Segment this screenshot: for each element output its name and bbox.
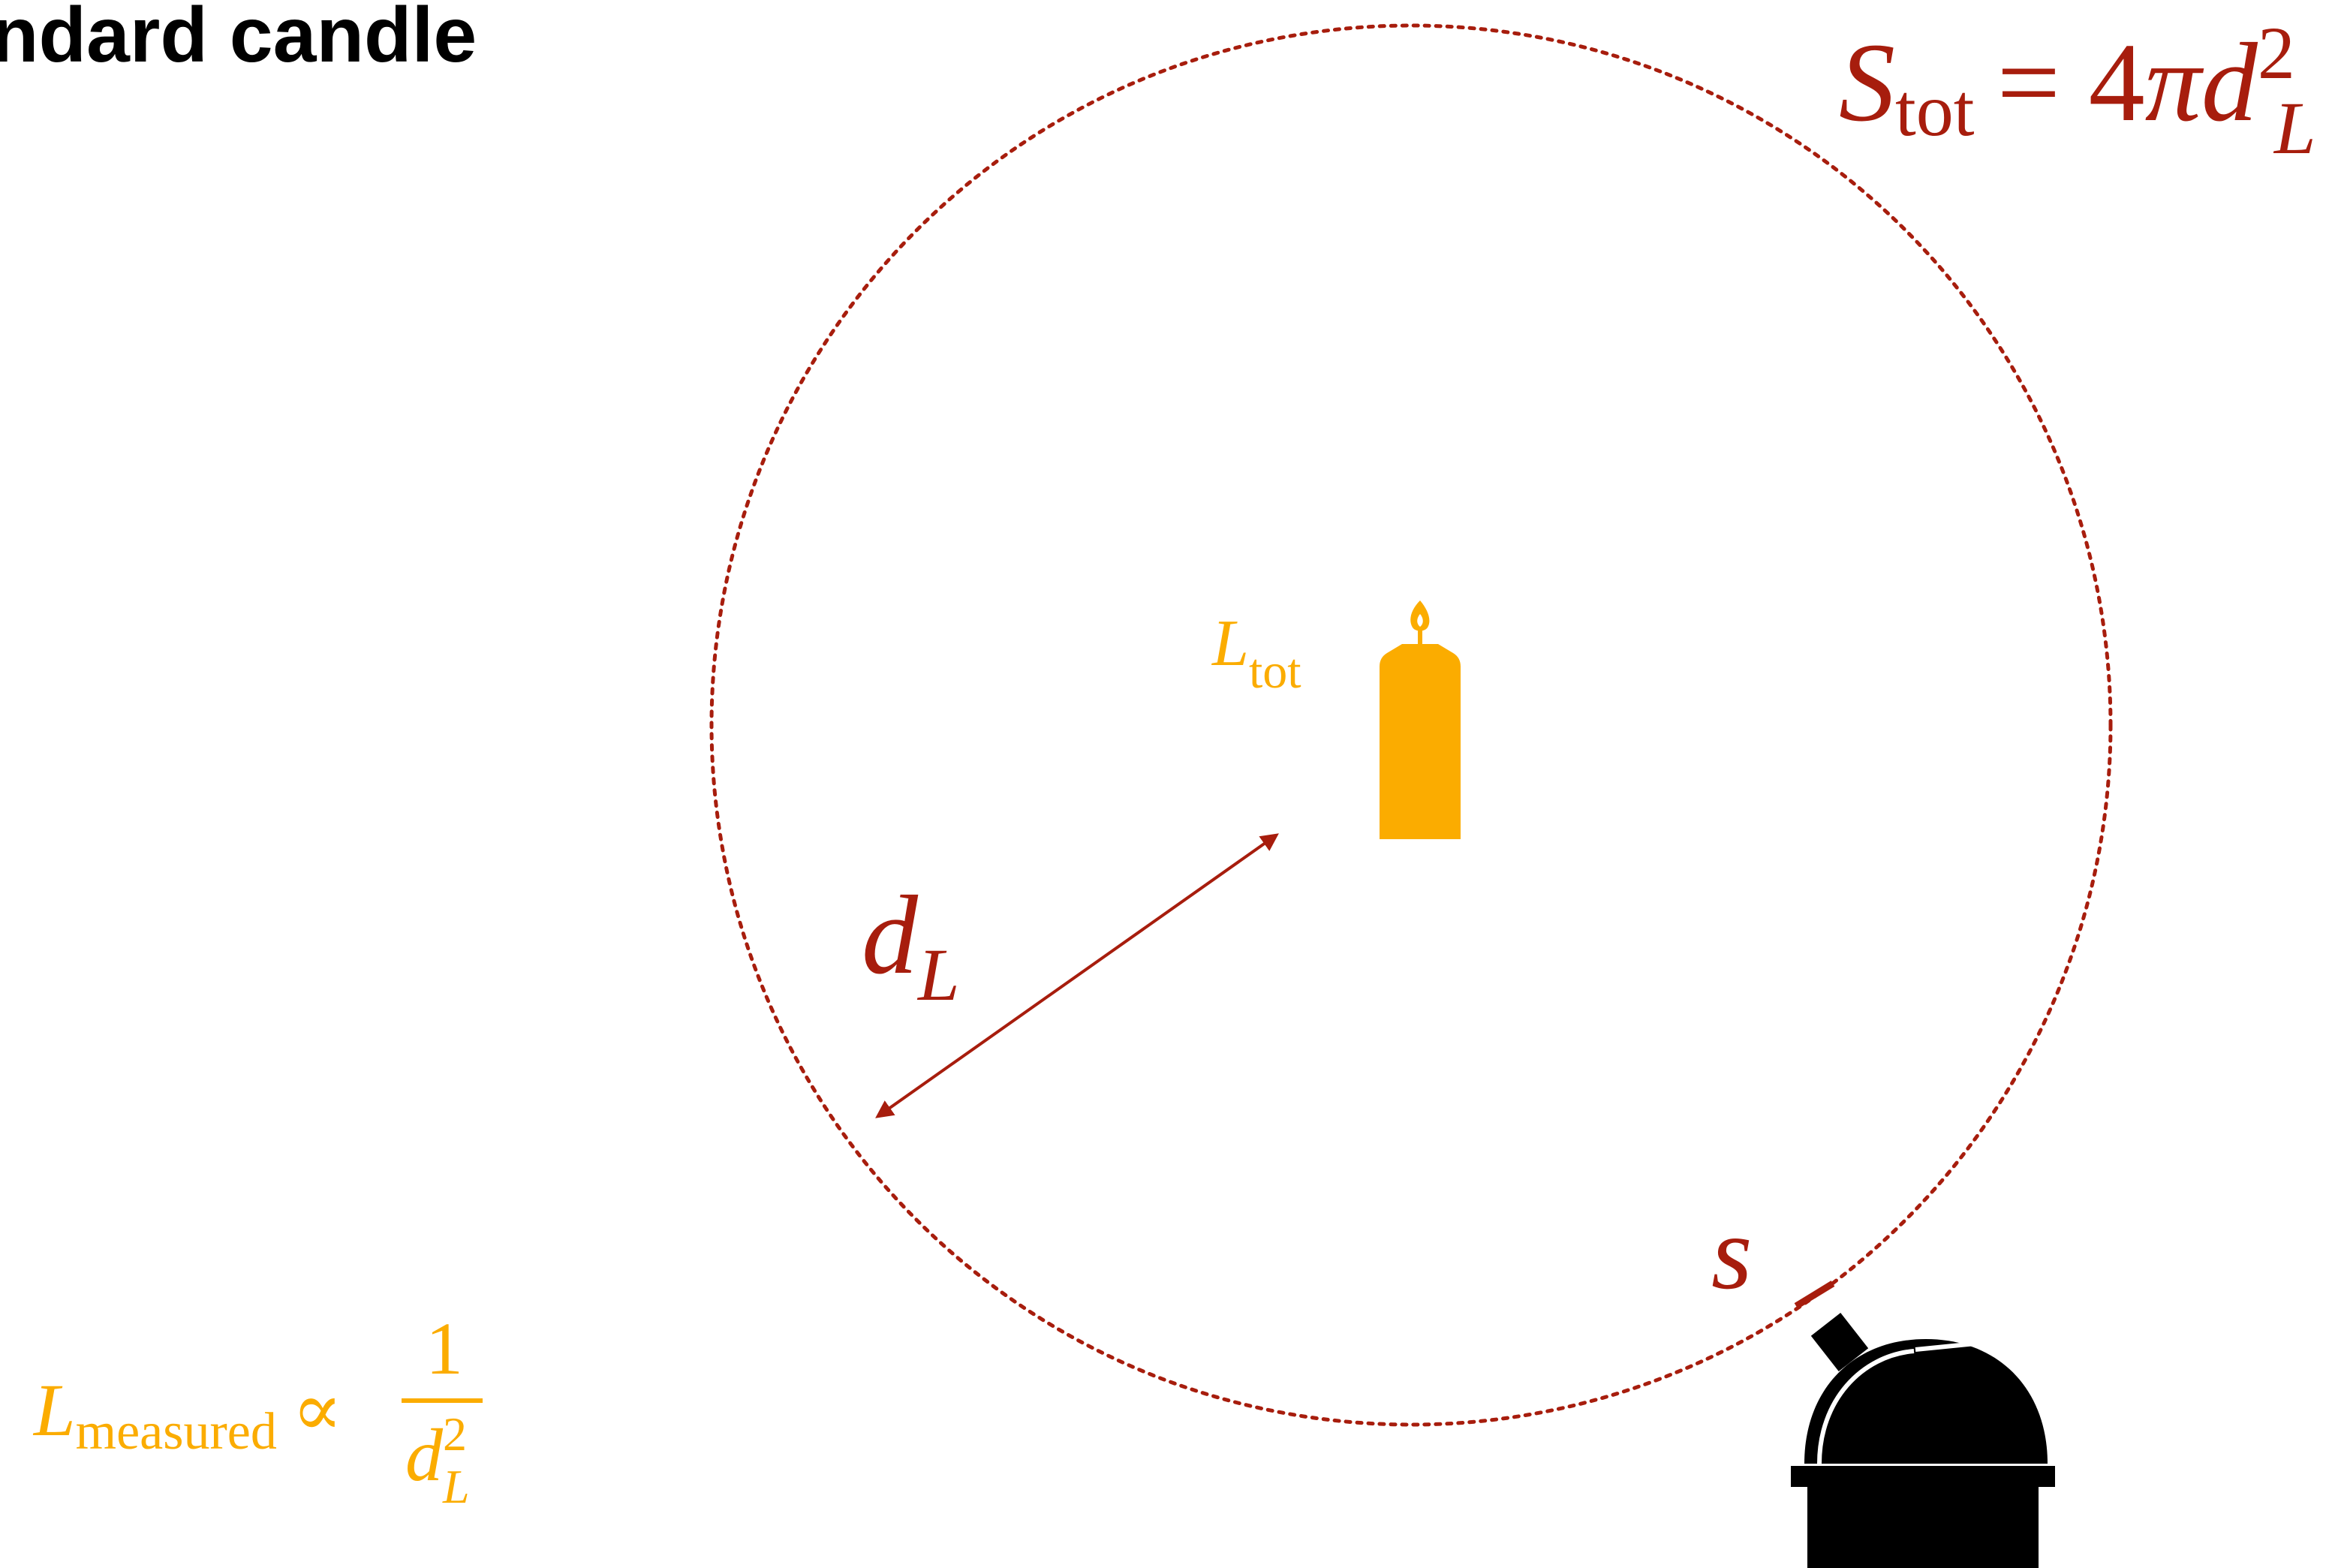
distance-d-sub: L xyxy=(916,933,960,1016)
distance-d: d xyxy=(862,873,919,998)
measured-l-sub: measured xyxy=(76,1403,277,1461)
candle-l-sub: tot xyxy=(1249,644,1301,699)
distance-arrow xyxy=(875,833,1279,1118)
surface-d: d xyxy=(2201,20,2258,145)
measured-d: d xyxy=(405,1413,444,1497)
candle-luminosity-label: Ltot xyxy=(1211,607,1301,699)
surface-s-sub: tot xyxy=(1895,68,1975,152)
measured-d-sub: L xyxy=(442,1460,470,1513)
svg-text:Lmeasured∝: Lmeasured ∝ xyxy=(32,1368,343,1461)
svg-text:d2L: d2L xyxy=(405,1407,470,1513)
surface-d-sup: 2 xyxy=(2258,11,2295,95)
surface-element-mark xyxy=(1794,1281,1835,1309)
candle-icon xyxy=(1380,600,1461,839)
surface-equals-four: = 4 xyxy=(1997,20,2145,145)
title: ndard candle xyxy=(0,0,477,79)
distance-label: dL xyxy=(862,873,960,1016)
observatory-icon xyxy=(1791,1312,2055,1568)
measured-d-sup: 2 xyxy=(443,1407,467,1461)
measured-l: L xyxy=(32,1368,76,1452)
surface-d-sub: L xyxy=(2273,86,2316,170)
measured-proportional: ∝ xyxy=(292,1368,343,1452)
sphere-circle xyxy=(709,23,2113,1427)
candle-l: L xyxy=(1211,607,1249,680)
measured-numerator: 1 xyxy=(426,1307,463,1390)
surface-s: S xyxy=(1839,20,1895,145)
surface-pi: π xyxy=(2145,20,2204,145)
surface-element-label: s xyxy=(1711,1195,1752,1311)
